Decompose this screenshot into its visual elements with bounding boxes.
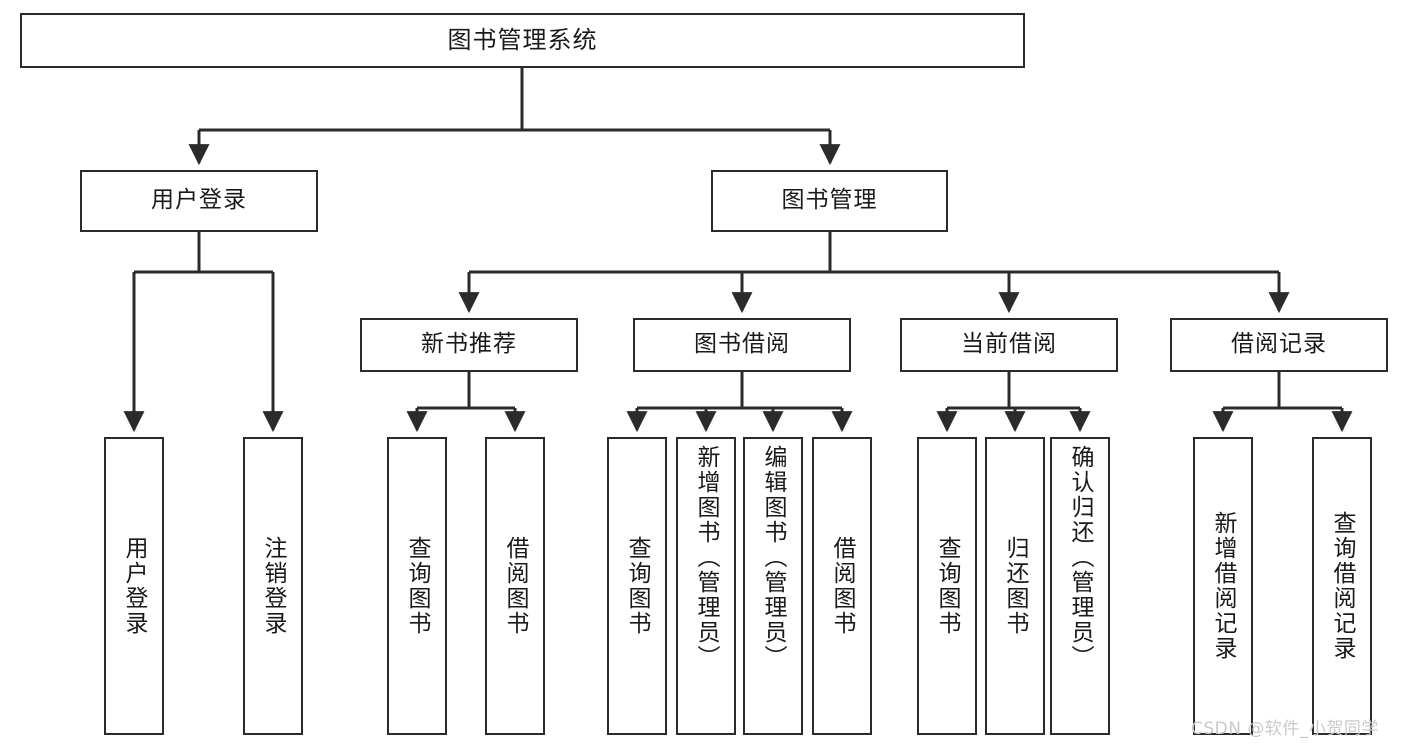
node-user-login[interactable]: 用户登录 <box>80 170 318 232</box>
node-leaf-query-book-borrow[interactable]: 查询图书 <box>607 437 667 735</box>
node-leaf-query-book-current-label: 查询图书 <box>934 536 961 636</box>
node-leaf-query-book-borrow-label: 查询图书 <box>624 536 651 636</box>
node-leaf-return-book-label: 归还图书 <box>1002 536 1029 636</box>
node-root[interactable]: 图书管理系统 <box>20 13 1025 68</box>
node-leaf-add-borrow-record-label: 新增借阅记录 <box>1210 511 1237 661</box>
node-book-management[interactable]: 图书管理 <box>711 170 948 232</box>
node-leaf-user-logout[interactable]: 注销登录 <box>243 437 303 735</box>
node-current-borrow-label: 当前借阅 <box>961 331 1057 358</box>
node-user-login-label: 用户登录 <box>151 187 247 214</box>
node-leaf-borrow-book-recommend-label: 借阅图书 <box>502 536 529 636</box>
node-new-book-recommend-label: 新书推荐 <box>421 331 517 358</box>
node-leaf-edit-book-admin-label: 编辑图书（管理员） <box>760 445 787 670</box>
node-borrow-record[interactable]: 借阅记录 <box>1170 318 1388 372</box>
node-leaf-add-borrow-record[interactable]: 新增借阅记录 <box>1193 437 1253 735</box>
node-leaf-query-borrow-record[interactable]: 查询借阅记录 <box>1312 437 1372 735</box>
node-book-borrow[interactable]: 图书借阅 <box>633 318 851 372</box>
node-new-book-recommend[interactable]: 新书推荐 <box>360 318 578 372</box>
node-current-borrow[interactable]: 当前借阅 <box>900 318 1118 372</box>
csdn-watermark: CSDN @软件_小贺同学 <box>1191 719 1379 739</box>
node-leaf-return-book[interactable]: 归还图书 <box>985 437 1045 735</box>
node-leaf-borrow-book-label: 借阅图书 <box>829 536 856 636</box>
node-leaf-add-book-admin[interactable]: 新增图书（管理员） <box>676 437 736 735</box>
node-leaf-query-book-current[interactable]: 查询图书 <box>917 437 977 735</box>
node-leaf-confirm-return-admin[interactable]: 确认归还（管理员） <box>1050 437 1110 735</box>
node-book-management-label: 图书管理 <box>781 187 878 214</box>
node-leaf-query-borrow-record-label: 查询借阅记录 <box>1329 511 1356 661</box>
node-leaf-user-login[interactable]: 用户登录 <box>104 437 164 735</box>
node-leaf-query-book-recommend[interactable]: 查询图书 <box>387 437 447 735</box>
node-leaf-borrow-book-recommend[interactable]: 借阅图书 <box>485 437 545 735</box>
node-leaf-user-login-label: 用户登录 <box>121 536 148 636</box>
node-leaf-query-book-recommend-label: 查询图书 <box>404 536 431 636</box>
node-leaf-user-logout-label: 注销登录 <box>260 536 287 636</box>
node-root-label: 图书管理系统 <box>447 26 598 55</box>
node-leaf-edit-book-admin[interactable]: 编辑图书（管理员） <box>743 437 803 735</box>
node-leaf-confirm-return-admin-label: 确认归还（管理员） <box>1067 445 1094 670</box>
node-borrow-record-label: 借阅记录 <box>1231 331 1327 358</box>
node-leaf-borrow-book[interactable]: 借阅图书 <box>812 437 872 735</box>
node-leaf-add-book-admin-label: 新增图书（管理员） <box>693 445 720 670</box>
node-book-borrow-label: 图书借阅 <box>694 331 790 358</box>
